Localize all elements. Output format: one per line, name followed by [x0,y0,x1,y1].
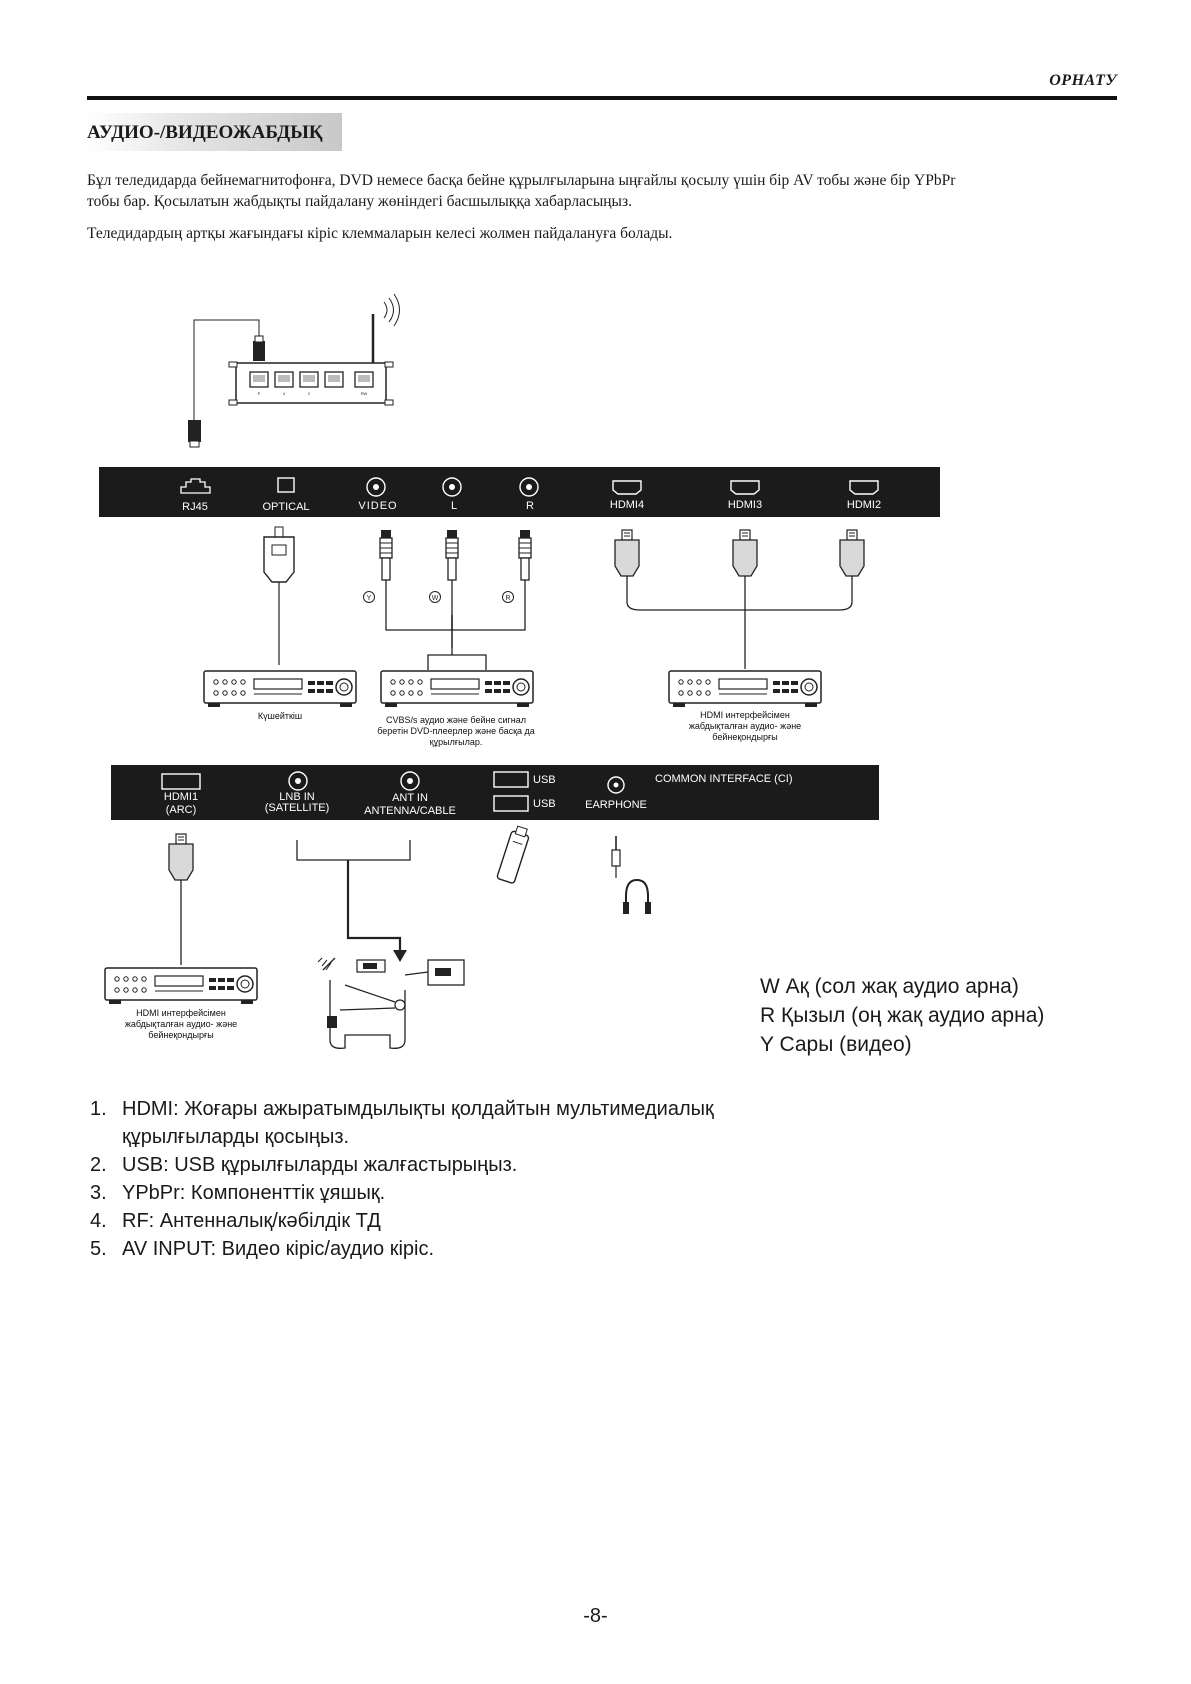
antenna-splitter-illustration [317,957,465,1049]
intro-line-1: Бұл теледидарда бейнемагнитофонға, DVD н… [87,172,956,189]
hdmi-device-top-caption-line-2: жабдықталған аудио- және [689,721,801,731]
list-item-text: USB: USB құрылғыларды жалғастырыңыз. [122,1154,518,1176]
usb-stick-icon [496,825,530,884]
header-rule [87,96,1117,100]
earphone-jack-icon [607,776,625,794]
headphones-icon [611,836,651,914]
hdmi1-port-icon [161,773,201,790]
rca-cable-group: Y W R [363,529,532,670]
bottom-connector-panel: HDMI1 (ARC) LNB IN (SATELLITE) ANT IN AN… [111,765,879,820]
usb1-port-icon [493,771,529,788]
page-header: ОРНАТУ [0,0,1191,110]
list-item-number: 4. [90,1210,107,1232]
router-port-label: RW [361,391,368,396]
rca-mark-red: R [505,595,510,602]
hdmi-device-bottom-caption-line-1: HDMI интерфейсімен [136,1008,226,1018]
usb2-label: USB [533,798,556,810]
network-cable [188,319,265,448]
usb2-port-icon [493,795,529,812]
router-port-label: P [258,391,261,396]
rj45-port-icon [180,478,211,494]
antenna-label-line-1: ANT IN [392,792,428,804]
page-number: -8- [583,1605,608,1627]
list-item: 2. USB: USB құрылғыларды жалғастырыңыз. [90,1151,990,1179]
amplifier-device [203,670,357,708]
rj45-label: RJ45 [182,501,208,513]
hdmi-device-top-caption-line-3: бейнеқондырғы [712,732,777,742]
list-item-number: 5. [90,1238,107,1260]
hdmi-device-bottom-caption-line-2: жабдықталған аудио- және [125,1019,237,1029]
list-item-number: 2. [90,1154,107,1176]
list-item: 4. RF: Антенналық/кәбілдік ТД [90,1207,990,1235]
antenna-label-line-2: ANTENNA/CABLE [364,805,456,817]
lnb-label-line-2: (SATELLITE) [265,802,330,814]
hdmi3-label: HDMI3 [728,499,762,511]
router: P 4 2 RW [228,293,400,406]
list-item: 1. HDMI: Жоғары ажыратымдылықты қолдайтын… [90,1095,990,1151]
usage-paragraph: Теледидардың артқы жағындағы кіріс клемм… [87,225,673,242]
hdmi-device-top [668,670,822,708]
usb1-label: USB [533,774,556,786]
hdmi4-label: HDMI4 [610,499,644,511]
hdmi2-label: HDMI2 [847,499,881,511]
hdmi-device-bottom [104,967,258,1005]
audio-left-label: L [451,500,457,512]
lnb-label-line-1: LNB IN [279,791,315,803]
earphone-label: EARPHONE [585,799,647,811]
hdmi-device-bottom-caption-line-3: бейнеқондырғы [148,1030,213,1040]
intro-paragraph: Бұл теледидарда бейнемагнитофонға, DVD н… [87,170,1117,212]
dvd-caption-line-3: құрылғылар. [430,737,483,747]
section-title-band [87,113,342,151]
section-title: АУДИО-/ВИДЕОЖАБДЫҚ [87,122,323,143]
antenna-cable [296,840,411,962]
connector-list: 1. HDMI: Жоғары ажыратымдылықты қолдайтын… [90,1095,990,1263]
list-item: 3. YPbPr: Компоненттік ұяшық. [90,1179,990,1207]
top-connector-panel: RJ45 OPTICAL VIDEO L R HDMI4 HDMI3 HDMI2 [99,467,940,517]
header-title: ОРНАТУ [1049,72,1117,89]
video-label: VIDEO [358,500,397,512]
legend-yellow: Y Сары (видео) [760,1033,912,1056]
list-item-text: RF: Антенналық/кәбілдік ТД [122,1210,381,1232]
dvd-caption-line-1: CVBS/s аудио және бейне сигнал [386,715,526,725]
router-port-label: 2 [308,391,311,396]
hdmi1-cable [168,833,194,965]
hdmi1-label-line-2: (ARC) [166,804,197,816]
router-port-group [249,371,374,388]
router-port-label: 4 [283,391,286,396]
audio-right-label: R [526,500,534,512]
legend-red: R Қызыл (оң жақ аудио арна) [760,1004,1045,1027]
list-item-text: HDMI: Жоғары ажыратымдылықты қолдайтын м… [122,1098,714,1120]
dvd-player-device [380,670,534,708]
hdmi-cable-group-top [614,529,865,669]
rca-mark-white: W [432,595,439,602]
optical-cable [263,526,295,665]
dvd-caption-line-2: беретін DVD-плеерлер және басқа да [377,726,535,736]
rca-mark-yellow: Y [367,595,372,602]
intro-line-2: тобы бар. Қосылатын жабдықты пайдалану ж… [87,193,632,210]
optical-port-icon [277,477,295,493]
hdmi-device-top-caption-line-1: HDMI интерфейсімен [700,710,790,720]
list-item-number: 3. [90,1182,107,1204]
list-item-text: YPbPr: Компоненттік ұяшық. [122,1182,386,1204]
common-interface-label: COMMON INTERFACE (CI) [655,773,793,785]
list-item-continuation: құрылғыларды қосыңыз. [122,1126,350,1148]
list-item: 5. AV INPUT: Видео кіріс/аудио кіріс. [90,1235,990,1263]
optical-label: OPTICAL [262,501,309,513]
hdmi1-label-line-1: HDMI1 [164,791,198,803]
list-item-number: 1. [90,1098,107,1120]
list-item-text: AV INPUT: Видео кіріс/аудио кіріс. [122,1238,435,1260]
amplifier-caption: Күшейткіш [258,711,302,721]
legend-white: W Ақ (сол жақ аудио арна) [760,975,1019,998]
